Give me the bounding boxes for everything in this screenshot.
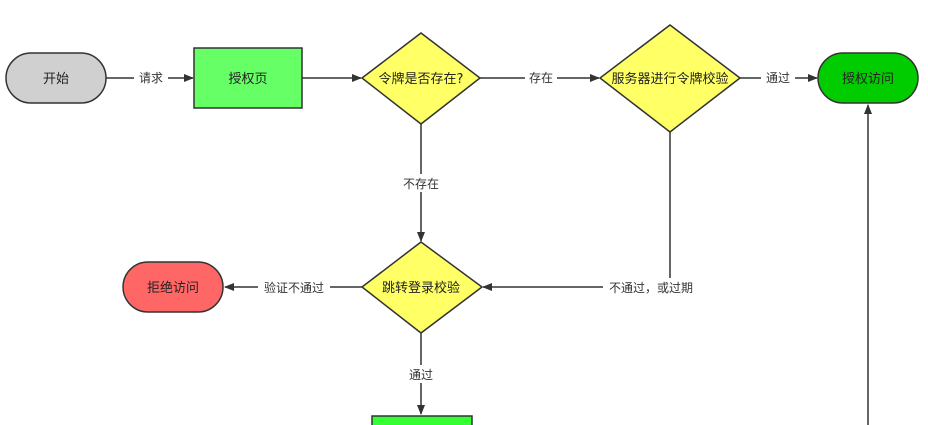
node-server-verify-decision: 服务器进行令牌校验 (598, 24, 742, 133)
edge-label-pass: 通过 (766, 71, 790, 85)
edge-label-verify-fail: 验证不通过 (264, 280, 324, 295)
edge-label-not-exists: 不存在 (403, 177, 439, 191)
node-bottom-box (371, 415, 473, 425)
edge-verify-pass: 通过 (740, 69, 818, 86)
node-login-check-label: 跳转登录校验 (382, 280, 460, 296)
node-server-verify-label: 服务器进行令牌校验 (611, 71, 728, 87)
edge-label-pass-down: 通过 (409, 368, 433, 382)
edge-verify-fail-or-expired: 不通过，或过期 (482, 132, 699, 296)
node-reject-access: 拒绝访问 (122, 261, 224, 313)
node-grant-access: 授权访问 (817, 52, 919, 104)
node-grant-label: 授权访问 (842, 71, 894, 87)
edge-start-to-auth-page: 请求 (106, 69, 194, 86)
node-start: 开始 (5, 52, 107, 104)
node-auth-page-label: 授权页 (228, 71, 267, 87)
node-auth-page: 授权页 (193, 47, 303, 109)
node-reject-label: 拒绝访问 (147, 280, 199, 296)
edge-label-fail-or-expired: 不通过，或过期 (609, 281, 693, 295)
edge-label-request: 请求 (139, 71, 163, 85)
node-login-check-decision: 跳转登录校验 (360, 241, 484, 334)
node-token-exists-decision: 令牌是否存在? (360, 32, 482, 125)
node-start-label: 开始 (43, 72, 69, 87)
edge-label-exists: 存在 (529, 71, 553, 85)
edge-token-exists: 存在 (480, 69, 600, 86)
edge-token-not-exists: 不存在 (398, 124, 444, 242)
edge-login-verify-fail: 验证不通过 (224, 278, 362, 296)
edge-login-pass: 通过 (404, 333, 438, 415)
node-token-exists-label: 令牌是否存在? (379, 71, 464, 87)
